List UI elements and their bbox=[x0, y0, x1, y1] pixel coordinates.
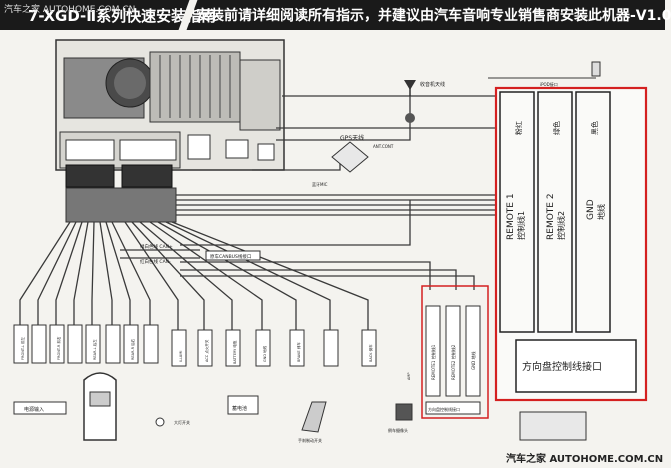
gnd-cn: 地线 bbox=[596, 204, 606, 220]
title-right: 安装前请详细阅读所有指示，并建议由汽车音响专业销售商安装此机器-V1.0 bbox=[196, 8, 671, 24]
remote2-en: REMOTE 2 bbox=[546, 193, 556, 240]
gnd-en: GND bbox=[586, 199, 596, 220]
power-in-box bbox=[13, 401, 67, 415]
remote2-color: 绿色 bbox=[552, 121, 561, 135]
title-banner: 7-XGD-Ⅱ系列快速安装指南 安装前请详细阅读所有指示，并建议由汽车音响专业销… bbox=[0, 0, 671, 30]
can-l-label: 红白色线 CAN- bbox=[140, 258, 171, 265]
back-label: BACK 倒车 bbox=[368, 344, 373, 362]
battery-box-icon bbox=[227, 395, 259, 415]
handbrake-label: 手刹制动开关 bbox=[298, 437, 322, 443]
ant-cont-label: ANT.CONT bbox=[373, 144, 394, 149]
handbrake-icon bbox=[301, 401, 327, 433]
head-unit bbox=[55, 39, 285, 171]
title-left: 7-XGD-Ⅱ系列快速安装指南 bbox=[28, 7, 217, 25]
gps-label: GPS天线 bbox=[340, 134, 364, 142]
small-steering-box bbox=[421, 285, 489, 419]
front-r-label: FRONT-R 前右 bbox=[56, 336, 61, 360]
battery-label: BATTERY 电瓶 bbox=[232, 340, 237, 364]
rear-r-label: REAR-R 后右 bbox=[130, 338, 135, 360]
remote2-cn: 控制线2 bbox=[556, 211, 566, 240]
can-h-label: 绿白色线 CAN+ bbox=[140, 243, 173, 250]
reverse-cam-label: 倒车摄像头 bbox=[388, 427, 408, 433]
watermark-top: 汽车之家 AUTOHOME.COM.CN bbox=[4, 5, 136, 15]
camera-icon bbox=[395, 403, 413, 421]
big-light-label: 大灯开关 bbox=[174, 419, 190, 425]
small-steering-label: 方向盘控制线接口 bbox=[428, 406, 460, 412]
blue-mic-label: 蓝牙MIC bbox=[312, 181, 328, 187]
steering-unit-icon bbox=[519, 411, 587, 441]
small-gnd-label: GND 地线 bbox=[470, 352, 476, 370]
ipod-connector-icon bbox=[591, 61, 601, 77]
battery-box-label: 蓄电池 bbox=[232, 405, 247, 412]
light-switch-icon bbox=[155, 417, 165, 427]
steering-port-label: 方向盘控制线接口 bbox=[522, 360, 602, 373]
acc-label: ACC 点火开关 bbox=[204, 339, 209, 362]
amp-label: AMP bbox=[407, 372, 411, 380]
remote1-en: REMOTE 1 bbox=[506, 193, 516, 240]
gnd-small-label: GND 地线 bbox=[262, 345, 267, 362]
antenna-label: 收音机天线 bbox=[420, 81, 445, 88]
illumi-label: ILLUMI bbox=[179, 351, 183, 362]
power-in-label: 电源输入 bbox=[24, 406, 44, 413]
rear-l-label: REAR-L 后左 bbox=[92, 339, 97, 360]
radio-antenna-icon bbox=[404, 80, 416, 123]
remote1-color: 粉红 bbox=[514, 121, 523, 135]
brake-label: BRAKE 刹车 bbox=[296, 342, 301, 362]
can-port-box bbox=[205, 250, 261, 261]
watermark-bottom: 汽车之家 AUTOHOME.COM.CN bbox=[506, 454, 664, 465]
remote1-cn: 控制线1 bbox=[516, 211, 526, 240]
small-remote2-label: REMOTE2 控制线2 bbox=[450, 344, 456, 380]
gps-antenna-icon bbox=[331, 141, 369, 173]
small-remote1-label: REMOTE1 控制线1 bbox=[430, 344, 436, 380]
steering-control-box bbox=[494, 86, 648, 402]
can-port-label: 原车CANBUS线接口 bbox=[210, 253, 251, 260]
front-l-label: FRONT-L 前左 bbox=[20, 337, 25, 360]
car-icon bbox=[83, 372, 117, 441]
harness-connectors bbox=[65, 164, 177, 223]
ipod-label: iPOD接口 bbox=[540, 81, 558, 87]
gnd-color: 黑色 bbox=[590, 121, 599, 135]
wire-label-boxes bbox=[13, 324, 377, 367]
